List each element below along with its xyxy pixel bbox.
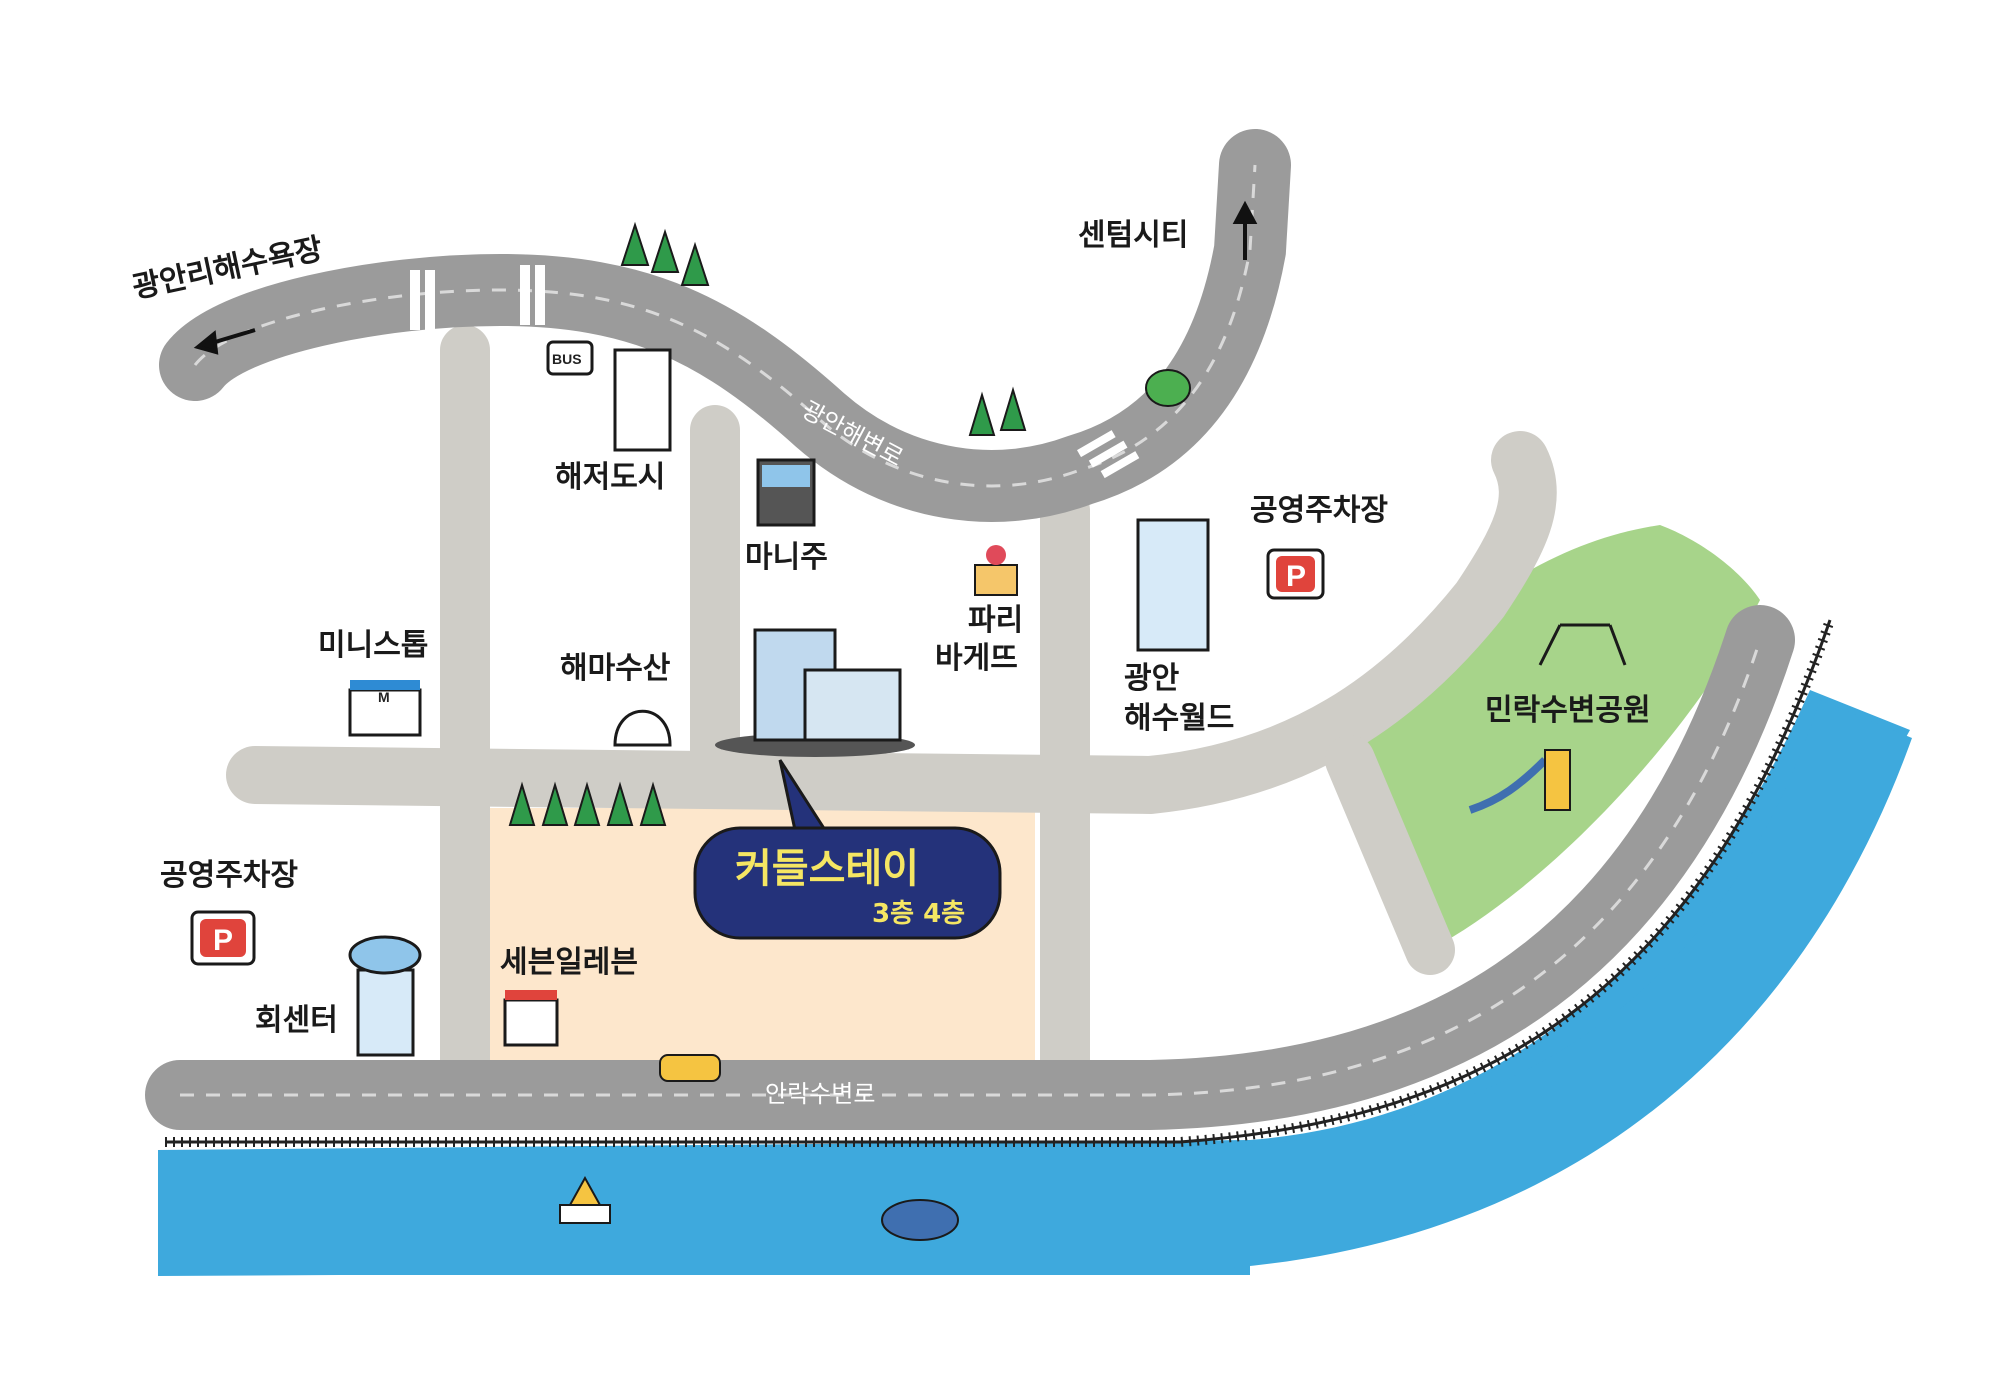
parking-icon-left: P <box>190 910 256 966</box>
destination-building-icon <box>715 628 915 757</box>
haejeodosi-building-icon <box>613 348 672 452</box>
parking-icon-right: P <box>1266 548 1325 600</box>
parking-letter-right: P <box>1286 560 1306 593</box>
direction-label-right: 센텀시티 <box>1078 218 1188 253</box>
bottom-road-dash <box>180 639 1762 1097</box>
road-label-bottom: 안락수변로 <box>765 1080 875 1108</box>
car-icon <box>659 1054 721 1082</box>
ministop-sign-text: M <box>378 689 390 705</box>
green-car-icon <box>1145 369 1191 407</box>
top-road-dash <box>193 164 1257 488</box>
label-haejeodosi: 해저도시 <box>555 460 665 495</box>
ministop-store-icon: M <box>348 680 422 737</box>
label-parking-left: 공영주차장 <box>160 858 298 893</box>
side-roads <box>226 325 1557 1087</box>
railway-ties <box>165 618 1835 1147</box>
label-gwangan-2: 해수월드 <box>1124 701 1234 736</box>
boat-icon <box>559 1175 611 1224</box>
destination-bubble: 커들스테이 3층 4층 <box>693 759 1002 940</box>
label-ministop: 미니스톱 <box>318 628 428 663</box>
arrow-left-icon <box>193 328 256 355</box>
label-parking-right: 공영주차장 <box>1250 493 1388 528</box>
river-water-body <box>158 700 1912 1276</box>
destination-floors: 3층 4층 <box>872 899 965 929</box>
bus-sign-text: BUS <box>552 351 582 367</box>
haema-shop-icon <box>613 709 672 747</box>
label-haema: 해마수산 <box>560 651 671 686</box>
fish-center-building-icon <box>348 935 422 1057</box>
label-fish-center: 회센터 <box>255 1003 338 1038</box>
label-paris-1: 파리 <box>968 603 1023 638</box>
whale-icon <box>881 1199 959 1241</box>
arrow-up-icon <box>1232 200 1258 260</box>
label-manizu: 마니주 <box>745 540 828 575</box>
parking-letter-left: P <box>213 924 233 957</box>
destination-name: 커들스테이 <box>735 846 919 892</box>
seven-eleven-store-icon <box>503 990 559 1047</box>
slide-icon <box>1468 749 1571 814</box>
crosswalks <box>410 265 1140 479</box>
swing-icon <box>1538 623 1627 666</box>
label-paris-2: 바게뜨 <box>935 641 1018 676</box>
gwangan-building-icon <box>1136 518 1210 652</box>
bus-stop-icon: BUS <box>546 340 594 376</box>
cake-icon <box>974 545 1018 596</box>
manizu-building-icon <box>756 458 816 527</box>
label-seven-eleven: 세븐일레븐 <box>500 945 638 980</box>
label-gwangan-1: 광안 <box>1124 661 1180 696</box>
label-park: 민락수변공원 <box>1485 693 1651 728</box>
tree-icons <box>508 221 1027 826</box>
